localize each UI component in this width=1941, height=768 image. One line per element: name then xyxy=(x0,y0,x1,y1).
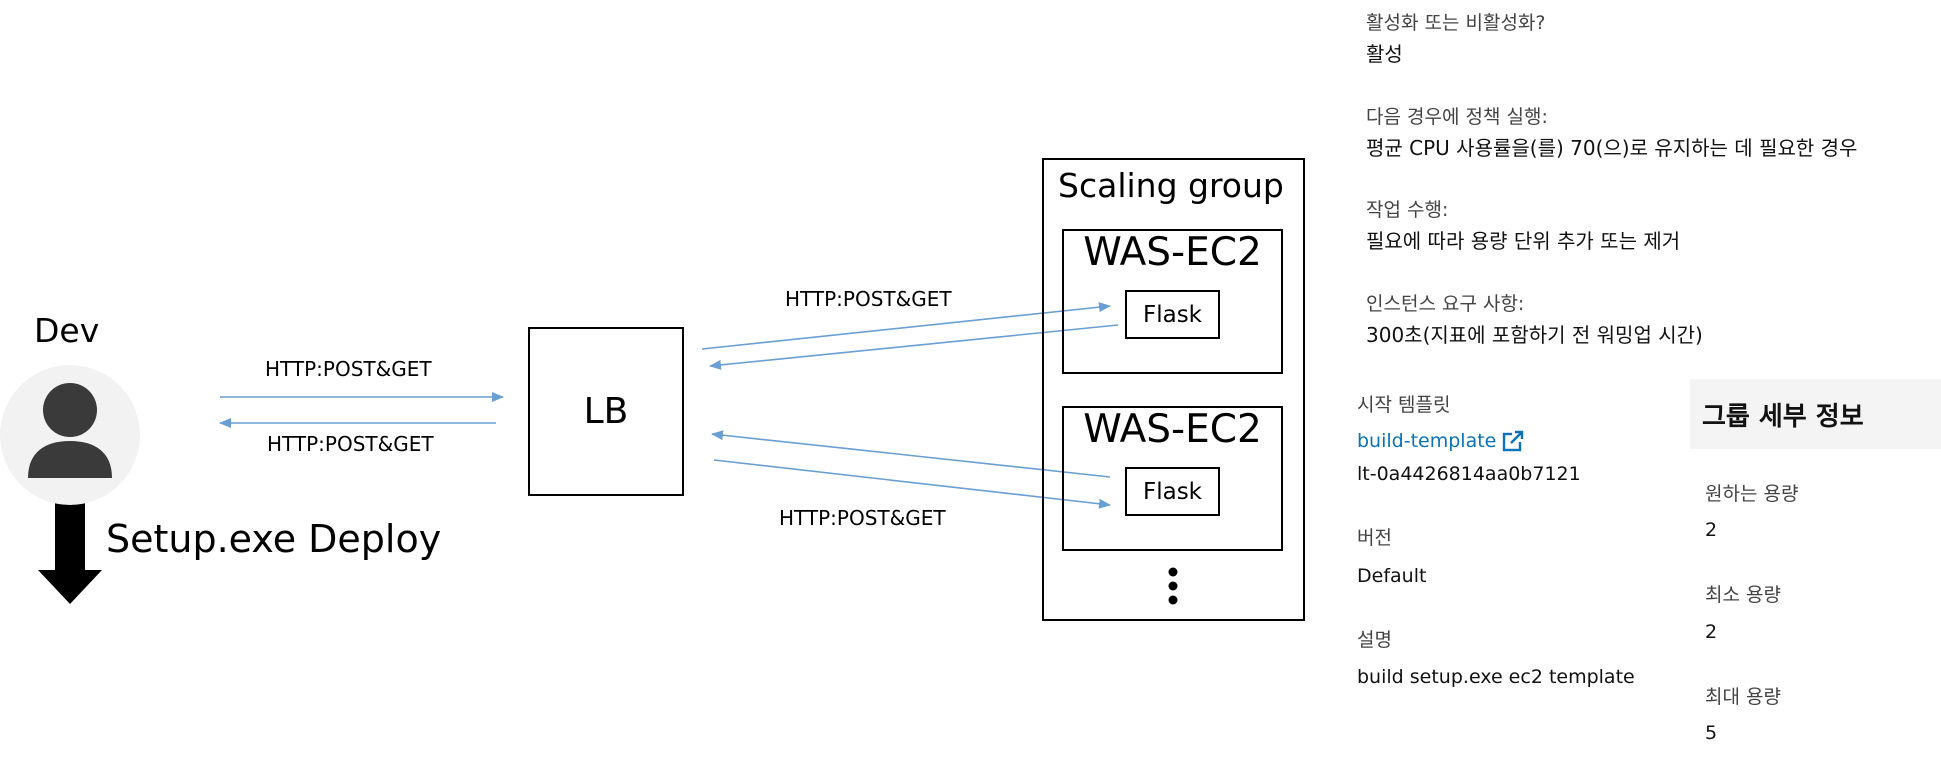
launch-template-id: lt-0a4426814aa0b7121 xyxy=(1357,463,1581,485)
scaling-group-node xyxy=(1042,158,1305,621)
more-instances-dot xyxy=(1168,581,1178,591)
action-label: 작업 수행: xyxy=(1366,199,1449,221)
flask-node: Flask xyxy=(1125,290,1220,339)
launch-template-label: 시작 템플릿 xyxy=(1357,394,1451,416)
min-capacity-value: 2 xyxy=(1705,621,1718,643)
load-balancer-label: LB xyxy=(583,391,629,432)
description-label: 설명 xyxy=(1357,629,1392,651)
avatar xyxy=(0,365,140,505)
more-instances-dot xyxy=(1168,567,1178,577)
diagram-canvas xyxy=(38,302,1178,605)
enabled-label: 활성화 또는 비활성화? xyxy=(1366,12,1546,34)
external-link-icon[interactable] xyxy=(1502,430,1524,452)
dev-label: Dev xyxy=(34,311,100,350)
max-capacity-value: 5 xyxy=(1705,722,1718,744)
edge-label-dev-to-lb: HTTP:POST&GET xyxy=(265,357,432,381)
arrow-was1-to-lb xyxy=(709,324,1119,370)
architecture-diagram: Dev Setup.exe Deploy HTTP:POST&GET HTTP:… xyxy=(0,158,1305,621)
was-ec2-label: WAS-EC2 xyxy=(1083,230,1262,275)
arrow-lb-to-was2 xyxy=(713,459,1111,509)
trigger-label: 다음 경우에 정책 실행: xyxy=(1366,106,1548,128)
was-ec2-node xyxy=(1062,229,1283,374)
edge-label-lb-to-was1: HTTP:POST&GET xyxy=(785,287,952,311)
more-instances-dot xyxy=(1168,595,1178,605)
user-icon xyxy=(28,383,112,478)
version-value: Default xyxy=(1357,565,1427,587)
group-details-title-text: 그룹 세부 정보 xyxy=(1702,401,1864,432)
group-details-title: 그룹 세부 정보 xyxy=(1690,379,1941,449)
desired-capacity-label: 원하는 용량 xyxy=(1705,483,1799,505)
flask-node: Flask xyxy=(1125,467,1220,516)
max-capacity-label: 최대 용량 xyxy=(1705,686,1781,708)
deploy-label: Setup.exe Deploy xyxy=(106,517,442,561)
min-capacity-label: 최소 용량 xyxy=(1705,584,1781,606)
scaling-group-label: Scaling group xyxy=(1058,166,1284,205)
action-value: 필요에 따라 용량 단위 추가 또는 제거 xyxy=(1366,229,1681,253)
launch-template-link[interactable]: build-template xyxy=(1357,430,1497,452)
was-ec2-label: WAS-EC2 xyxy=(1083,407,1262,452)
was-ec2-node xyxy=(1062,406,1283,551)
flask-label: Flask xyxy=(1142,301,1203,328)
flask-label: Flask xyxy=(1142,478,1203,505)
deploy-arrow xyxy=(38,496,102,604)
edge-label-lb-to-dev: HTTP:POST&GET xyxy=(267,432,434,456)
enabled-value: 활성 xyxy=(1366,42,1403,66)
desired-capacity-value: 2 xyxy=(1705,519,1718,541)
load-balancer-node: LB xyxy=(528,327,684,496)
trigger-value: 평균 CPU 사용률을(를) 70(으)로 유지하는 데 필요한 경우 xyxy=(1366,136,1858,160)
edge-label-lb-to-was2: HTTP:POST&GET xyxy=(779,506,946,530)
description-value: build setup.exe ec2 template xyxy=(1357,666,1635,688)
warmup-label: 인스턴스 요구 사항: xyxy=(1366,293,1525,315)
launch-template-link-row[interactable]: build-template xyxy=(1357,430,1524,452)
warmup-value: 300초(지표에 포함하기 전 워밍업 시간) xyxy=(1366,323,1703,347)
version-label: 버전 xyxy=(1357,527,1392,549)
